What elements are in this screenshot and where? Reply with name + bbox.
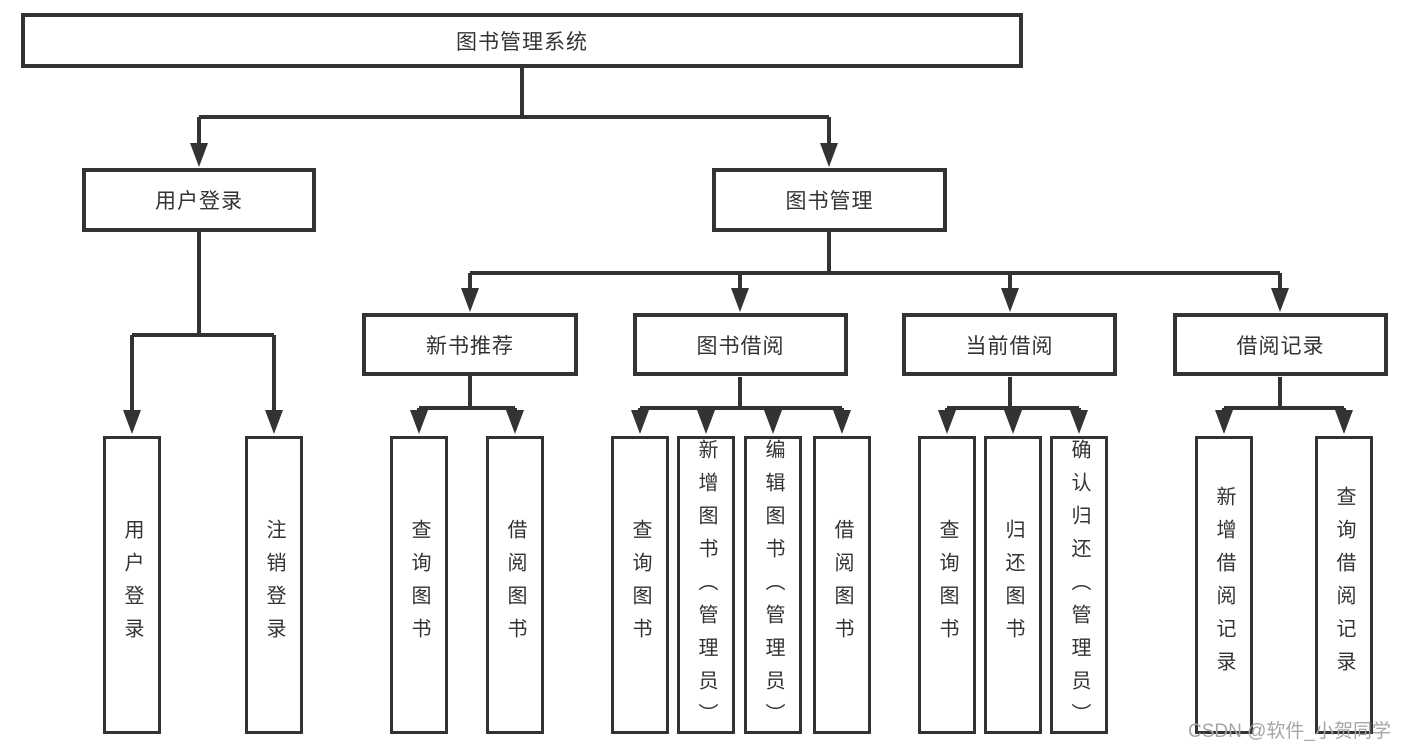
node-user-login: 用户登录 bbox=[82, 168, 316, 232]
node-label: 查询图书 bbox=[408, 519, 430, 651]
node-label: 查询借阅记录 bbox=[1333, 486, 1355, 684]
node-label: 查询图书 bbox=[629, 519, 651, 651]
leaf-query-books-borrow: 查询图书 bbox=[611, 436, 669, 734]
node-label: 新增图书（管理员） bbox=[695, 439, 717, 736]
node-label: 图书管理 bbox=[785, 190, 874, 213]
node-label: 确认归还（管理员） bbox=[1068, 439, 1090, 736]
connector-book-management-children bbox=[461, 232, 1289, 312]
leaf-add-books-admin: 新增图书（管理员） bbox=[677, 436, 735, 736]
node-label: 用户登录 bbox=[121, 519, 143, 651]
node-label: 借阅图书 bbox=[504, 519, 526, 651]
node-label: 图书借阅 bbox=[696, 334, 785, 358]
node-label: 新增借阅记录 bbox=[1213, 486, 1235, 684]
leaf-add-borrow-record: 新增借阅记录 bbox=[1195, 436, 1253, 734]
connector-user-login-children bbox=[123, 232, 283, 434]
leaf-edit-books-admin: 编辑图书（管理员） bbox=[744, 436, 802, 736]
node-label: 图书管理系统 bbox=[456, 30, 588, 54]
node-current-borrow: 当前借阅 bbox=[902, 313, 1117, 376]
node-library-management-system: 图书管理系统 bbox=[21, 13, 1023, 68]
leaf-return-books: 归还图书 bbox=[984, 436, 1042, 734]
leaf-query-books-current: 查询图书 bbox=[918, 436, 976, 734]
node-book-management: 图书管理 bbox=[712, 168, 947, 232]
connector-book-borrow-children bbox=[631, 377, 851, 434]
connector-root-to-level2 bbox=[190, 68, 838, 167]
node-label: 借阅图书 bbox=[831, 519, 853, 651]
node-label: 查询图书 bbox=[936, 519, 958, 651]
connector-borrow-records-children bbox=[1215, 377, 1353, 434]
node-label: 用户登录 bbox=[155, 190, 243, 213]
node-label: 归还图书 bbox=[1002, 519, 1024, 651]
node-label: 新书推荐 bbox=[426, 334, 514, 358]
node-borrow-records: 借阅记录 bbox=[1173, 313, 1388, 376]
connector-current-borrow-children bbox=[938, 377, 1088, 434]
leaf-query-books-recommend: 查询图书 bbox=[390, 436, 448, 734]
leaf-borrow-books-recommend: 借阅图书 bbox=[486, 436, 544, 734]
node-new-book-recommend: 新书推荐 bbox=[362, 313, 578, 376]
node-label: 借阅记录 bbox=[1236, 334, 1325, 358]
leaf-user-login: 用户登录 bbox=[103, 436, 161, 734]
node-book-borrow: 图书借阅 bbox=[633, 313, 848, 376]
leaf-confirm-return-admin: 确认归还（管理员） bbox=[1050, 436, 1108, 736]
node-label: 注销登录 bbox=[263, 519, 285, 651]
leaf-borrow-books: 借阅图书 bbox=[813, 436, 871, 734]
connector-new-book-recommend-children bbox=[410, 376, 524, 434]
node-label: 当前借阅 bbox=[965, 334, 1054, 358]
csdn-watermark: CSDN @软件_小贺同学 bbox=[1188, 721, 1391, 742]
node-label: 编辑图书（管理员） bbox=[762, 439, 784, 736]
leaf-logout: 注销登录 bbox=[245, 436, 303, 734]
leaf-query-borrow-record: 查询借阅记录 bbox=[1315, 436, 1373, 734]
